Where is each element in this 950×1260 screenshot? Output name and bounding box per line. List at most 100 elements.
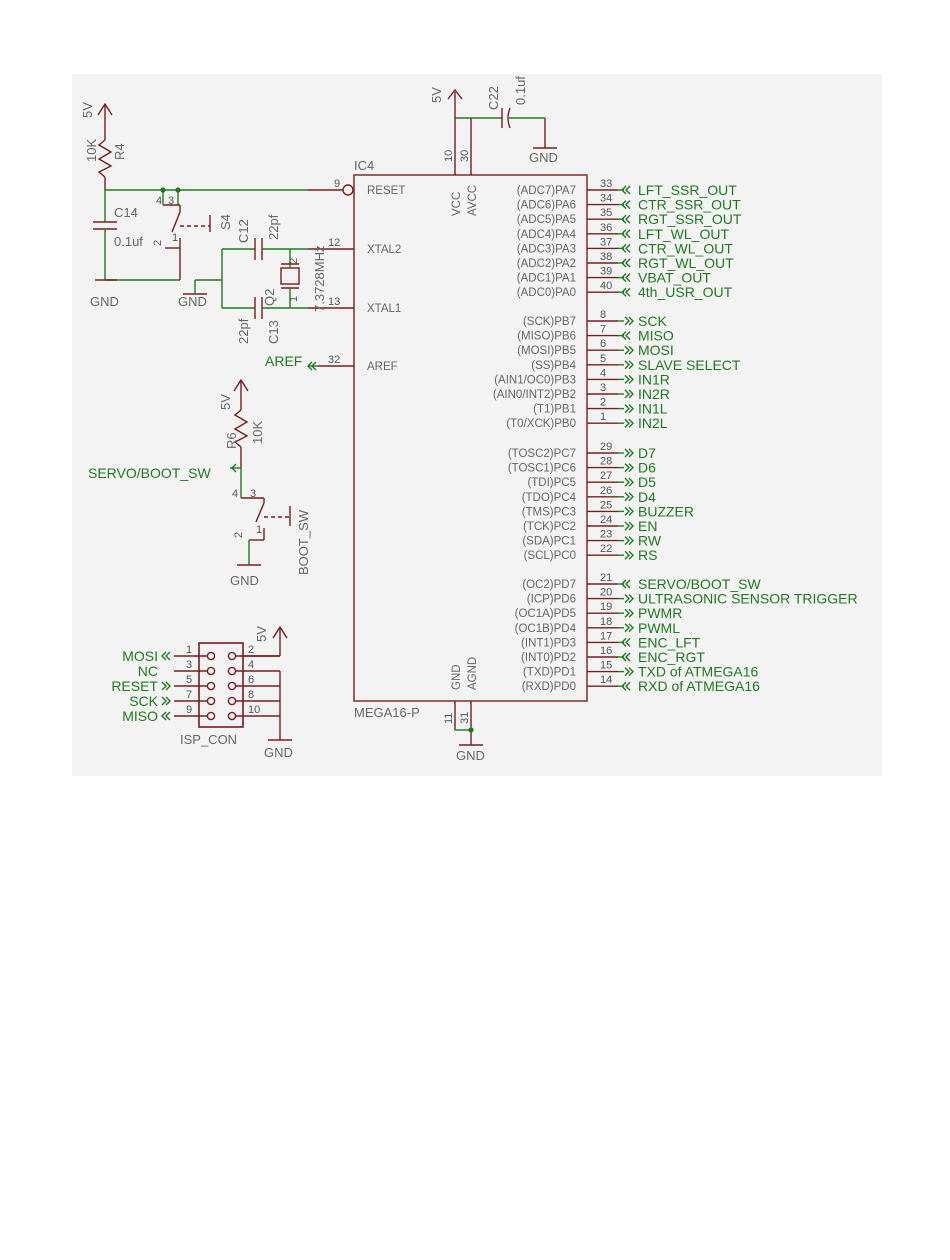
pin-name-adc4-pa4: (ADC4)PA4: [517, 229, 577, 241]
pin-num-5: 5: [600, 353, 606, 365]
c14-value: 0.1uf: [114, 234, 143, 249]
pin-num-24: 24: [600, 514, 612, 526]
net-d4: D4: [638, 489, 656, 505]
pin-num-12: 12: [328, 237, 340, 249]
isp-pin-hole-6: [227, 681, 237, 691]
pin-name-int0-pd2: (INT0)PD2: [521, 652, 576, 664]
pin-num-26: 26: [600, 485, 612, 497]
pin-name-adc6-pa6: (ADC6)PA6: [517, 200, 576, 212]
c12-value: 22pf: [266, 214, 281, 240]
pin-num-9: 9: [334, 178, 340, 190]
c22-supply-label: 5V: [429, 87, 444, 103]
pin-name-ain0-int2-pb2: (AIN0/INT2)PB2: [493, 389, 576, 401]
pin-num-3: 3: [600, 382, 606, 394]
pin-name-mosi-pb5: (MOSI)PB5: [517, 345, 576, 357]
boot-pin-3: 3: [250, 488, 256, 500]
net-pwmr: PWMR: [638, 605, 682, 621]
isp-pin-num-10: 10: [248, 704, 260, 716]
pin-num-30: 30: [459, 150, 471, 162]
isp-pin-hole-4: [227, 666, 237, 676]
isp-pin-hole-10: [227, 711, 237, 721]
isp-pin-num-6: 6: [248, 674, 254, 686]
r4-supply-label: 5V: [80, 102, 95, 118]
pin-num-31: 31: [459, 712, 471, 724]
c14-gnd-label: GND: [90, 294, 119, 309]
s4-pin-2: 2: [152, 240, 164, 246]
pin-num-28: 28: [600, 456, 612, 468]
net-ultrasonic-sensor-trigger: ULTRASONIC SENSOR TRIGGER: [638, 591, 858, 607]
pin-name-xtal1: XTAL1: [367, 303, 401, 315]
c13-value: 22pf: [236, 318, 251, 344]
s4-ref: S4: [218, 214, 233, 230]
isp-pin-hole-1: [206, 651, 216, 661]
r6-ref: R6: [224, 432, 239, 449]
net-servo-boot-sw: SERVO/BOOT_SW: [638, 576, 761, 592]
vcc-label: VCC: [451, 192, 463, 216]
isp-body: [198, 642, 244, 728]
ic4-chip: IC4 MEGA16-P VCC AVCC GND AGND RESET XTA…: [308, 118, 858, 763]
r6-resistor: [233, 409, 249, 448]
pin-name-txd-pd1: (TXD)PD1: [523, 667, 576, 679]
net-enc-lft: ENC_LFT: [638, 634, 701, 650]
pin-num-36: 36: [600, 222, 612, 234]
ic4-part: MEGA16-P: [354, 705, 420, 720]
boot-gnd-label: GND: [230, 573, 259, 588]
pin-name-int1-pd3: (INT1)PD3: [521, 637, 576, 649]
isp-ref: ISP_CON: [180, 732, 237, 747]
pin-num-27: 27: [600, 470, 612, 482]
pin-num-32: 32: [328, 354, 340, 366]
avcc-label: AVCC: [467, 185, 479, 216]
isp-pin-hole-8: [227, 696, 237, 706]
c14-ref: C14: [114, 205, 138, 220]
pin-name-scl-pc0: (SCL)PC0: [524, 550, 576, 562]
aref-net: AREF: [265, 353, 318, 371]
r6-value: 10K: [250, 421, 265, 444]
s4-pin-4: 4: [156, 195, 162, 207]
pin-num-22: 22: [600, 543, 612, 555]
boot-net-label: SERVO/BOOT_SW: [88, 465, 211, 481]
pin-name-ss-pb4: (SS)PB4: [531, 360, 576, 372]
isp-pin-hole-7: [206, 696, 216, 706]
gnd-label: GND: [451, 664, 463, 690]
pin-num-37: 37: [600, 236, 612, 248]
r4-ref: R4: [112, 143, 127, 160]
net-4th-usr-out: 4th_USR_OUT: [638, 284, 733, 300]
pin-num-20: 20: [600, 587, 612, 599]
pin-name-adc5-pa5: (ADC5)PA5: [517, 214, 576, 226]
s4-pin-3: 3: [168, 195, 174, 207]
aref-net-label: AREF: [265, 353, 302, 369]
net-rgt-wl-out: RGT_WL_OUT: [638, 255, 734, 271]
pin-num-16: 16: [600, 645, 612, 657]
pin-name-adc3-pa3: (ADC3)PA3: [517, 243, 576, 255]
pin-num-13: 13: [328, 296, 340, 308]
boot-pin-2: 2: [233, 532, 245, 538]
net-sck: SCK: [638, 313, 667, 329]
s4-pin-1: 1: [172, 232, 178, 244]
pin-num-23: 23: [600, 529, 612, 541]
pin-num-7: 7: [600, 324, 606, 336]
pin-num-25: 25: [600, 499, 612, 511]
pin-num-2: 2: [600, 397, 606, 409]
